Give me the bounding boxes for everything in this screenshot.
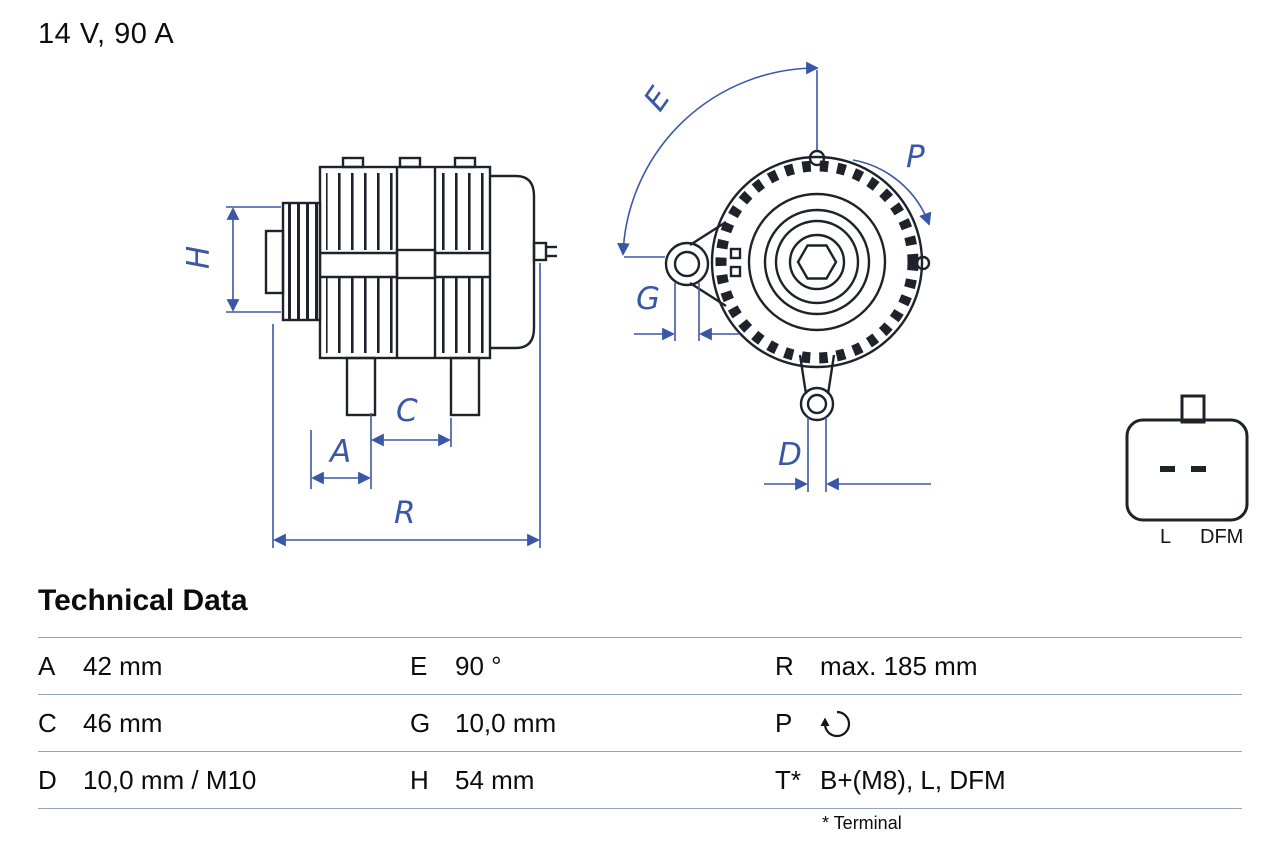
tech-value-t: B+(M8), L, DFM: [820, 764, 1006, 795]
tech-key-e: E: [410, 650, 428, 681]
dim-label-p: P: [906, 139, 925, 175]
tech-value-d: 10,0 mm / M10: [83, 764, 257, 795]
tech-key-c: C: [38, 707, 57, 738]
tech-value-h: 54 mm: [455, 764, 535, 795]
tech-key-a: A: [38, 650, 56, 681]
tech-value-r: max. 185 mm: [820, 650, 978, 681]
dim-label-a: A: [330, 434, 352, 470]
tech-key-d: D: [38, 764, 57, 795]
terminal-footnote: * Terminal: [822, 813, 902, 833]
technical-data-title: Technical Data: [38, 584, 248, 617]
page-title: 14 V, 90 A: [38, 18, 175, 50]
table-row: D 10,0 mm / M10 H 54 mm T* B+(M8), L, DF…: [38, 751, 1242, 808]
tech-key-g: G: [410, 707, 431, 738]
technical-data-table: A 42 mm E 90 ° R max. 185 mm C 46 mm G 1…: [38, 637, 1242, 809]
technical-data-section: Technical Data A 42 mm E 90 ° R max. 185…: [38, 584, 1242, 834]
dimension-lines: [226, 61, 932, 548]
dim-label-h: H: [181, 245, 218, 270]
table-row: C 46 mm G 10,0 mm P: [38, 694, 1242, 751]
dim-label-d: D: [778, 437, 802, 473]
tech-key-h: H: [410, 764, 429, 795]
tech-value-e: 90 °: [455, 650, 502, 681]
table-row: A 42 mm E 90 ° R max. 185 mm: [38, 637, 1242, 694]
connector-pin-label-l: L: [1160, 526, 1172, 548]
tech-key-p: P: [775, 707, 793, 738]
technical-drawing: [226, 61, 1249, 548]
tech-key-t: T*: [775, 764, 801, 795]
alternator-front-view: [664, 149, 931, 422]
tech-value-a: 42 mm: [83, 650, 163, 681]
dim-label-c: C: [396, 393, 418, 429]
tech-value-g: 10,0 mm: [455, 707, 557, 738]
dim-label-r: R: [394, 495, 416, 531]
connector-drawing: [1125, 394, 1249, 522]
alternator-side-view: [264, 156, 557, 417]
connector-pin-label-dfm: DFM: [1200, 526, 1244, 548]
dim-label-g: G: [636, 281, 661, 317]
tech-key-r: R: [775, 650, 794, 681]
tech-value-c: 46 mm: [83, 707, 163, 738]
rotation-direction-icon: [820, 710, 851, 738]
